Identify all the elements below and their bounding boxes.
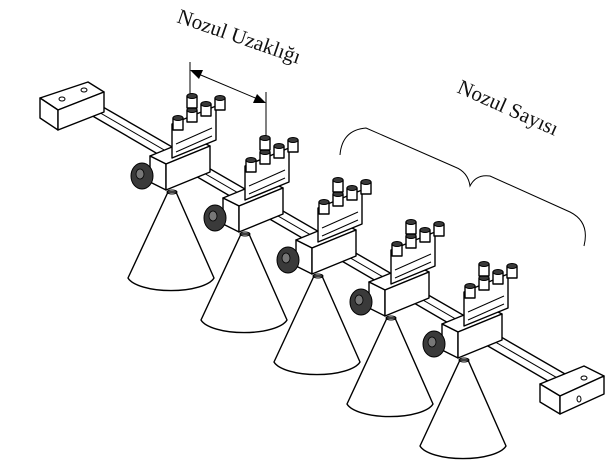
spray-cone — [419, 359, 507, 460]
nozzle-units — [127, 93, 518, 460]
spray-cone — [273, 275, 361, 376]
count-brace — [339, 127, 586, 247]
valve-body-front — [384, 271, 430, 317]
nozzle-unit-3 — [273, 177, 372, 376]
spray-cone — [346, 317, 434, 418]
valve-body-front — [238, 187, 284, 233]
spray-cone — [200, 233, 288, 334]
nozzle-unit-1 — [127, 93, 226, 292]
nozzle-tip — [166, 189, 178, 195]
nozzle-unit-4 — [346, 219, 445, 418]
nozzle-unit-2 — [200, 135, 299, 334]
nozzle-tip — [458, 357, 470, 363]
nozzle-tip — [312, 273, 324, 279]
spray-cone — [127, 191, 215, 292]
left-end-bracket — [39, 81, 105, 131]
nozzle-count-label: Nozul Sayısı — [454, 75, 562, 141]
valve-body-front — [165, 145, 211, 191]
valve-body-front — [457, 313, 503, 359]
nozzle-unit-5 — [419, 261, 518, 460]
nozzle-tip — [385, 315, 397, 321]
nozzle-tip — [239, 231, 251, 237]
valve-body-front — [311, 229, 357, 275]
right-end-bracket — [539, 365, 605, 415]
nozzle-spacing-label: Nozul Uzaklığı — [174, 4, 304, 69]
